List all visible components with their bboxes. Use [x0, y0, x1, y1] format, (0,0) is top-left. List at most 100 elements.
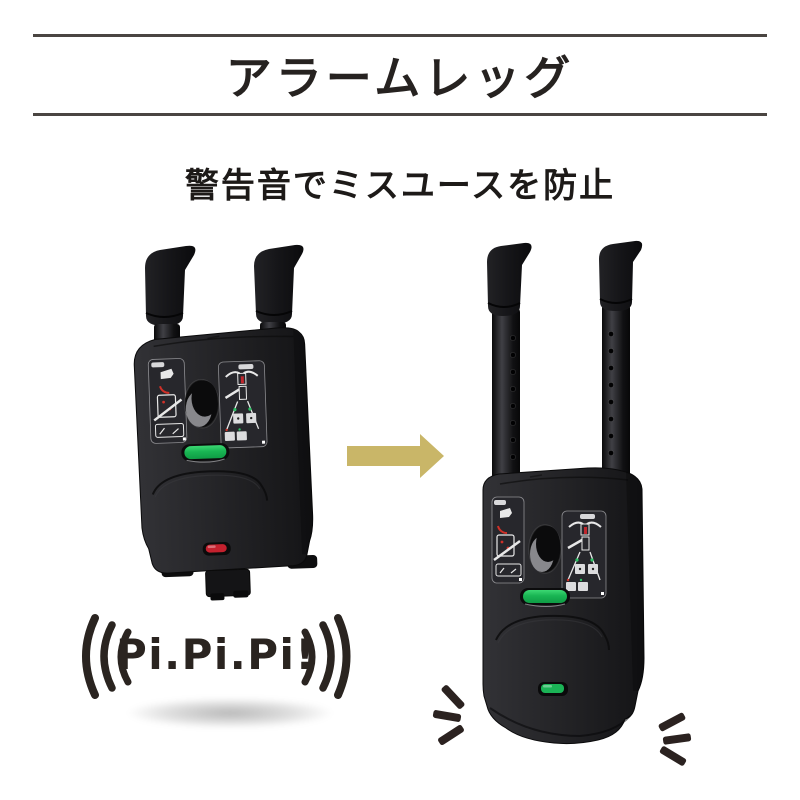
foam-grip-left — [487, 242, 532, 316]
green-dot — [233, 408, 237, 412]
corner-dot — [182, 437, 186, 441]
corner-dot — [601, 592, 604, 595]
top-ridge — [499, 476, 629, 485]
glyph-dot — [591, 567, 595, 571]
handles-pictogram — [225, 370, 259, 378]
title-rule-bottom — [33, 113, 767, 116]
product-legs-extended — [432, 240, 692, 766]
red-dot — [225, 428, 228, 432]
red-arrow-arc — [497, 525, 508, 535]
foam-grip-left-cuff — [487, 302, 521, 308]
column-pictogram — [237, 372, 247, 386]
sticker-tag — [151, 362, 165, 368]
corner-dot — [261, 440, 266, 444]
arrow-right-icon — [347, 434, 444, 478]
red-dot — [566, 578, 570, 582]
page-title: アラームレッグ — [225, 52, 575, 104]
corner-dot — [519, 578, 522, 581]
caution-strip — [154, 422, 185, 438]
handles-pictogram — [568, 521, 602, 528]
side-shade — [626, 472, 644, 691]
ok-indicator-green — [538, 682, 568, 696]
warning-sticker-left — [491, 496, 525, 584]
button-pictogram — [578, 582, 588, 591]
slash-pictogram — [493, 539, 521, 562]
caution-strip — [495, 563, 522, 577]
bumper-highlight — [154, 474, 261, 498]
side-shade — [293, 329, 313, 555]
oval-recess — [528, 524, 562, 574]
sound-text: Pi.Pi.Pi! — [116, 630, 316, 679]
leg-tube-right — [602, 304, 630, 480]
top-notch — [207, 335, 220, 340]
stub-foot — [233, 590, 249, 598]
sticker-tag — [494, 500, 506, 505]
emphasis-lines-left — [432, 685, 465, 746]
leg-line — [225, 401, 239, 431]
alarm-sound-effect: Pi.Pi.Pi! — [82, 614, 351, 699]
caution-marks — [499, 567, 517, 574]
warning-sticker-right — [561, 510, 607, 599]
adjustment-holes-right — [608, 331, 614, 456]
hand-pictogram — [567, 538, 583, 550]
green-dot — [238, 428, 241, 431]
oval-recess — [183, 379, 220, 429]
green-dot — [590, 558, 594, 562]
sound-waves-left — [82, 614, 132, 699]
sticker-tag — [238, 364, 254, 370]
alarm-indicator-red — [202, 542, 231, 556]
bottom-stub — [205, 568, 251, 598]
leg-tube-left — [492, 308, 520, 480]
red-bar — [584, 527, 587, 534]
slash-pictogram — [153, 398, 183, 422]
bumper-contour — [495, 614, 610, 651]
red-dot — [162, 400, 165, 404]
device-body-group — [133, 327, 318, 601]
glyph-dot — [250, 416, 253, 420]
bumper-contour — [151, 470, 269, 501]
column-pictogram — [581, 536, 590, 551]
top-ridge — [153, 335, 294, 348]
title-rule-top — [33, 34, 767, 37]
leg-line — [567, 551, 581, 581]
foam-grip-right — [599, 240, 643, 311]
caution-marks — [159, 427, 179, 435]
device-pictogram — [156, 394, 177, 418]
green-release-button — [181, 443, 230, 463]
base-lip — [489, 707, 631, 738]
foam-grip-left — [145, 245, 196, 326]
product-legs-retracted — [133, 244, 318, 601]
foam-grip-right-cuff — [255, 310, 293, 316]
hand-pictogram — [224, 388, 240, 400]
sticker-tag — [580, 514, 595, 519]
foam-grip-left-cuff — [145, 312, 184, 318]
chair-pictogram — [500, 508, 512, 518]
top-notch — [529, 474, 543, 478]
button-pictogram — [224, 431, 235, 441]
warning-sticker-right — [218, 360, 268, 449]
emphasis-lines-right — [658, 712, 692, 766]
foam-grip-right — [254, 244, 304, 324]
subtitle: 警告音でミスユースを防止 — [184, 166, 616, 205]
red-bar — [240, 376, 244, 384]
glyph-dot — [578, 567, 582, 571]
green-release-button — [520, 588, 570, 607]
chair-pictogram — [160, 368, 174, 380]
stub-foot — [210, 593, 225, 601]
red-arrow-arc — [159, 385, 170, 394]
button-pictogram — [566, 582, 576, 591]
product-shadow — [128, 698, 332, 728]
foam-grip-right-cuff — [599, 298, 633, 304]
warning-sticker-left — [147, 358, 188, 444]
green-dot — [248, 407, 252, 411]
button-pictogram — [236, 431, 247, 441]
column-pictogram — [238, 385, 248, 400]
green-dot — [579, 578, 583, 582]
sound-waves-right — [301, 614, 351, 699]
glyph-dot — [237, 417, 240, 420]
adjustment-holes-left — [510, 335, 516, 460]
red-dot — [500, 540, 504, 544]
column-pictogram — [580, 523, 590, 536]
green-dot — [575, 558, 579, 562]
